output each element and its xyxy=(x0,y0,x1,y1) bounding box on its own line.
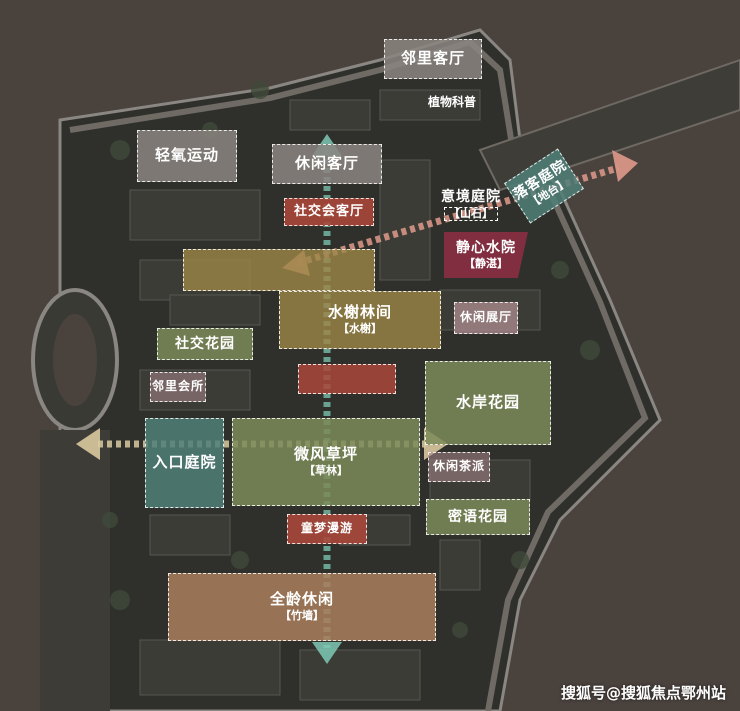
zone-title: 意境庭院 xyxy=(441,188,501,205)
axis-arrow-ne xyxy=(612,150,638,182)
zone-rukou-tingyuan[interactable]: 入口庭院 xyxy=(145,418,224,508)
zone-shejiao-huiketing[interactable]: 社交会客厅 xyxy=(284,198,374,226)
zone-title: 童梦漫游 xyxy=(300,521,353,536)
diagonal-axis xyxy=(297,164,619,267)
zone-title: 邻里会所 xyxy=(151,379,204,394)
zone-shuixie-linjian[interactable]: 水榭林间 【水榭】 xyxy=(279,291,441,349)
zone-xiuxian-chapai[interactable]: 休闲茶派 xyxy=(428,452,490,482)
watermark-text: 搜狐号@搜狐焦点鄂州站 xyxy=(560,684,726,702)
zone-red-unlabeled xyxy=(298,364,396,394)
zone-xiuxian-keting[interactable]: 休闲客厅 xyxy=(272,144,382,184)
zone-title: 轻氧运动 xyxy=(154,146,219,165)
zone-shuixie-linjian-band xyxy=(183,249,375,291)
zone-linli-keting[interactable]: 邻里客厅 xyxy=(384,39,482,79)
axis-arrow-left xyxy=(76,428,100,460)
zone-subtitle: 【竹墙】 xyxy=(280,609,324,623)
label-zhiwu-kepu[interactable]: 植物科普 xyxy=(428,95,477,109)
zone-miyu-huayuan[interactable]: 密语花园 xyxy=(426,499,530,535)
zone-title: 社交会客厅 xyxy=(293,203,364,219)
zone-title: 邻里客厅 xyxy=(400,49,465,68)
zone-shejiao-huayuan[interactable]: 社交花园 xyxy=(157,328,253,360)
zone-title: 水榭林间 xyxy=(327,303,392,322)
zone-subtitle: 【水榭】 xyxy=(338,322,382,336)
entrance-road xyxy=(40,430,110,711)
zone-title: 休闲展厅 xyxy=(459,310,512,325)
zone-title: 静心水院 xyxy=(456,239,516,256)
zone-title: 社交花园 xyxy=(175,335,235,352)
zone-title: 入口庭院 xyxy=(152,453,217,472)
axis-arrow-down xyxy=(312,642,342,664)
zone-quanling-xiuxian[interactable]: 全龄休闲 【竹墙】 xyxy=(168,573,436,641)
zone-title: 休闲客厅 xyxy=(294,154,359,173)
zone-xiuxian-zhanting[interactable]: 休闲展厅 xyxy=(454,302,518,334)
zone-weifeng-caoping[interactable]: 微风草坪 【草林】 xyxy=(232,418,420,506)
zone-linli-huisuo[interactable]: 邻里会所 xyxy=(150,372,206,402)
zone-title: 微风草坪 xyxy=(293,445,358,464)
zone-title: 休闲茶派 xyxy=(432,459,485,474)
zone-subtitle: 【山石】 xyxy=(444,206,498,222)
zone-jingxin-shuiyuan[interactable]: 静心水院 【静湛】 xyxy=(444,232,528,278)
zone-subtitle: 【静湛】 xyxy=(464,256,508,270)
zone-tongmeng-manyou[interactable]: 童梦漫游 xyxy=(287,514,367,544)
zone-title: 密语花园 xyxy=(448,508,508,525)
zone-yijing-tingyuan: 意境庭院 【山石】 xyxy=(436,186,506,224)
zone-title: 全龄休闲 xyxy=(269,590,334,609)
zone-shuian-huayuan[interactable]: 水岸花园 xyxy=(425,361,551,445)
zone-qingyang-yundong[interactable]: 轻氧运动 xyxy=(137,130,237,182)
zone-title: 水岸花园 xyxy=(455,393,520,412)
zone-subtitle: 【草林】 xyxy=(304,464,348,478)
